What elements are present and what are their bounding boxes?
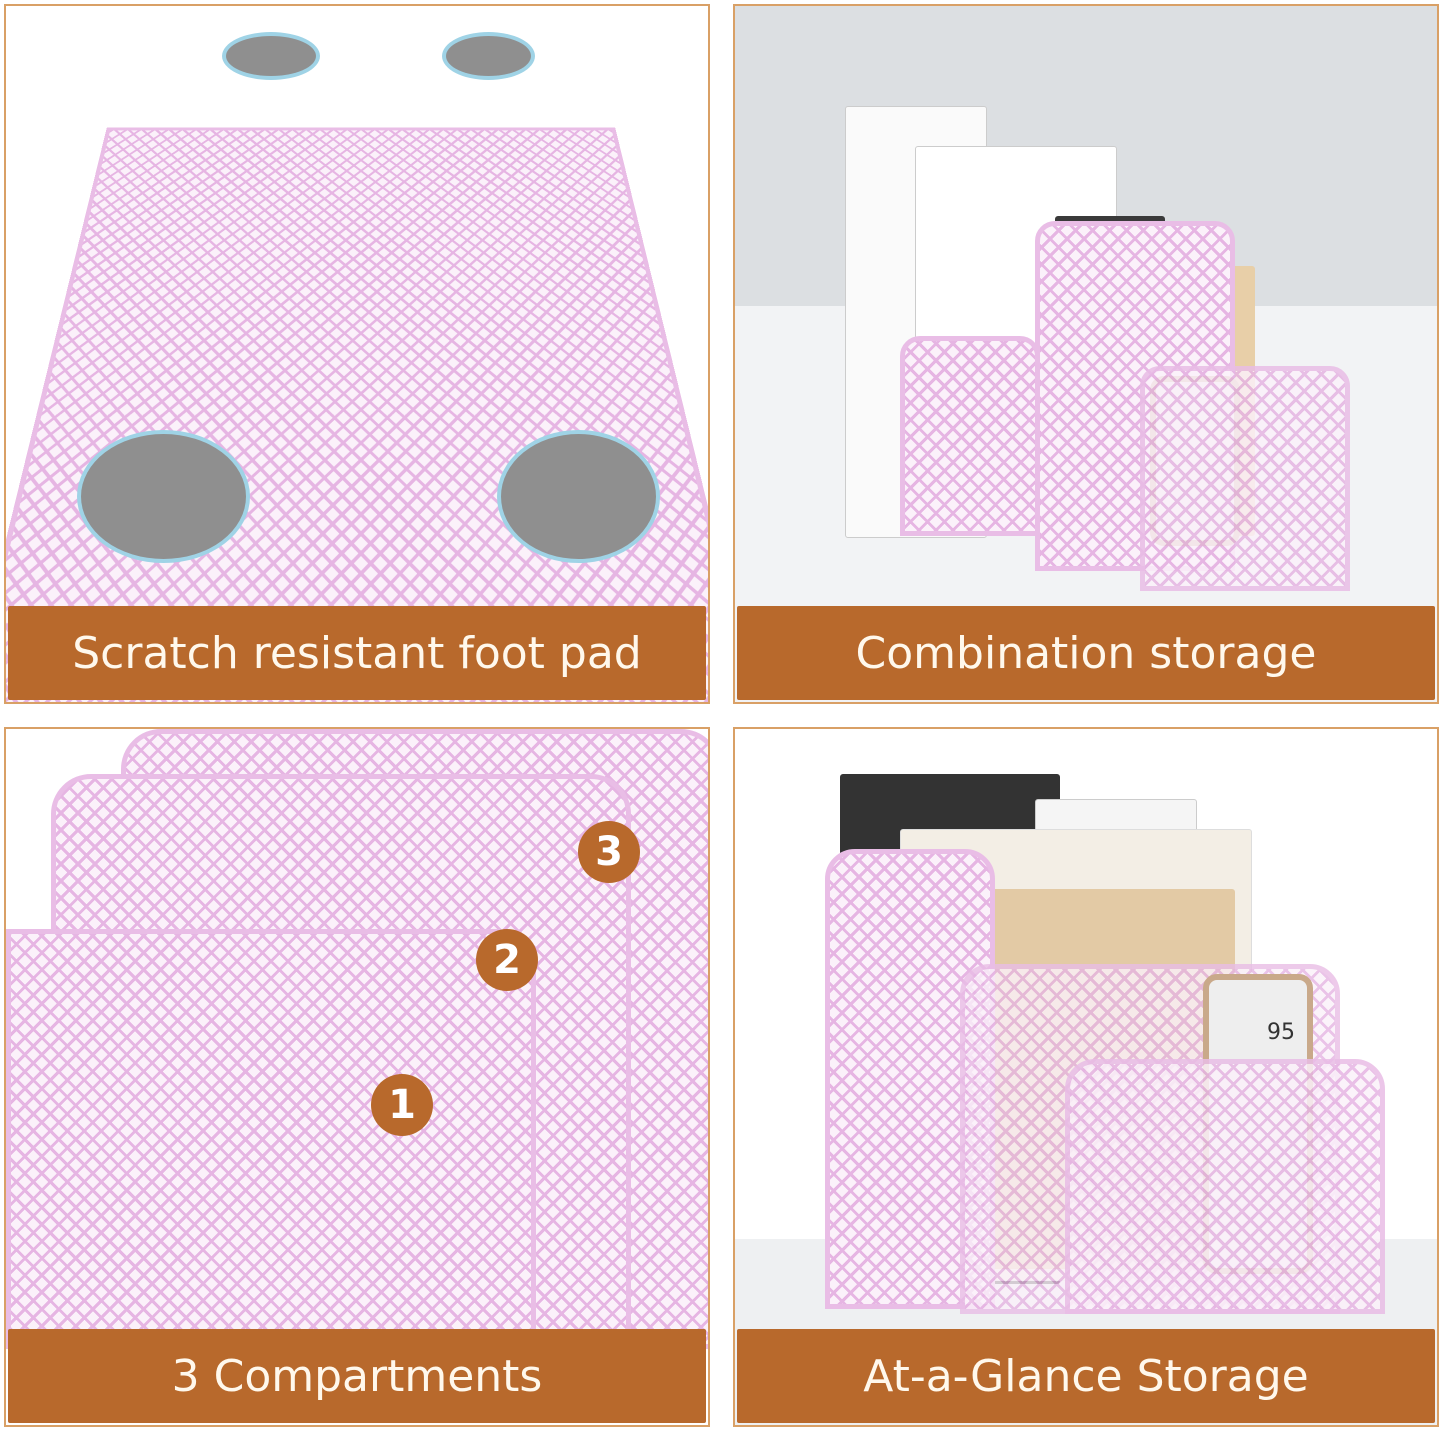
caption: 3 Compartments [8, 1329, 706, 1423]
foot-pad [501, 434, 656, 559]
compartment-1 [6, 929, 536, 1349]
caption: Combination storage [737, 606, 1435, 700]
foot-pad [446, 36, 531, 76]
mesh-tray [1140, 366, 1350, 591]
panel-foot-pad: Scratch resistant foot pad [4, 4, 710, 704]
panel-compartments: 3 2 1 3 Compartments [4, 727, 710, 1427]
calculator-display: 95 [1267, 1020, 1295, 1045]
foot-pad [81, 434, 246, 559]
badge-3: 3 [578, 821, 640, 883]
badge-1: 1 [371, 1074, 433, 1136]
panel-combination-storage: Combination storage [733, 4, 1439, 704]
badge-2: 2 [476, 929, 538, 991]
mesh-tray [900, 336, 1040, 536]
panel-at-a-glance: 95 At-a-Glance Storage [733, 727, 1439, 1427]
caption: Scratch resistant foot pad [8, 606, 706, 700]
mesh-tray-front [1065, 1059, 1385, 1314]
caption: At-a-Glance Storage [737, 1329, 1435, 1423]
foot-pad [226, 36, 316, 76]
